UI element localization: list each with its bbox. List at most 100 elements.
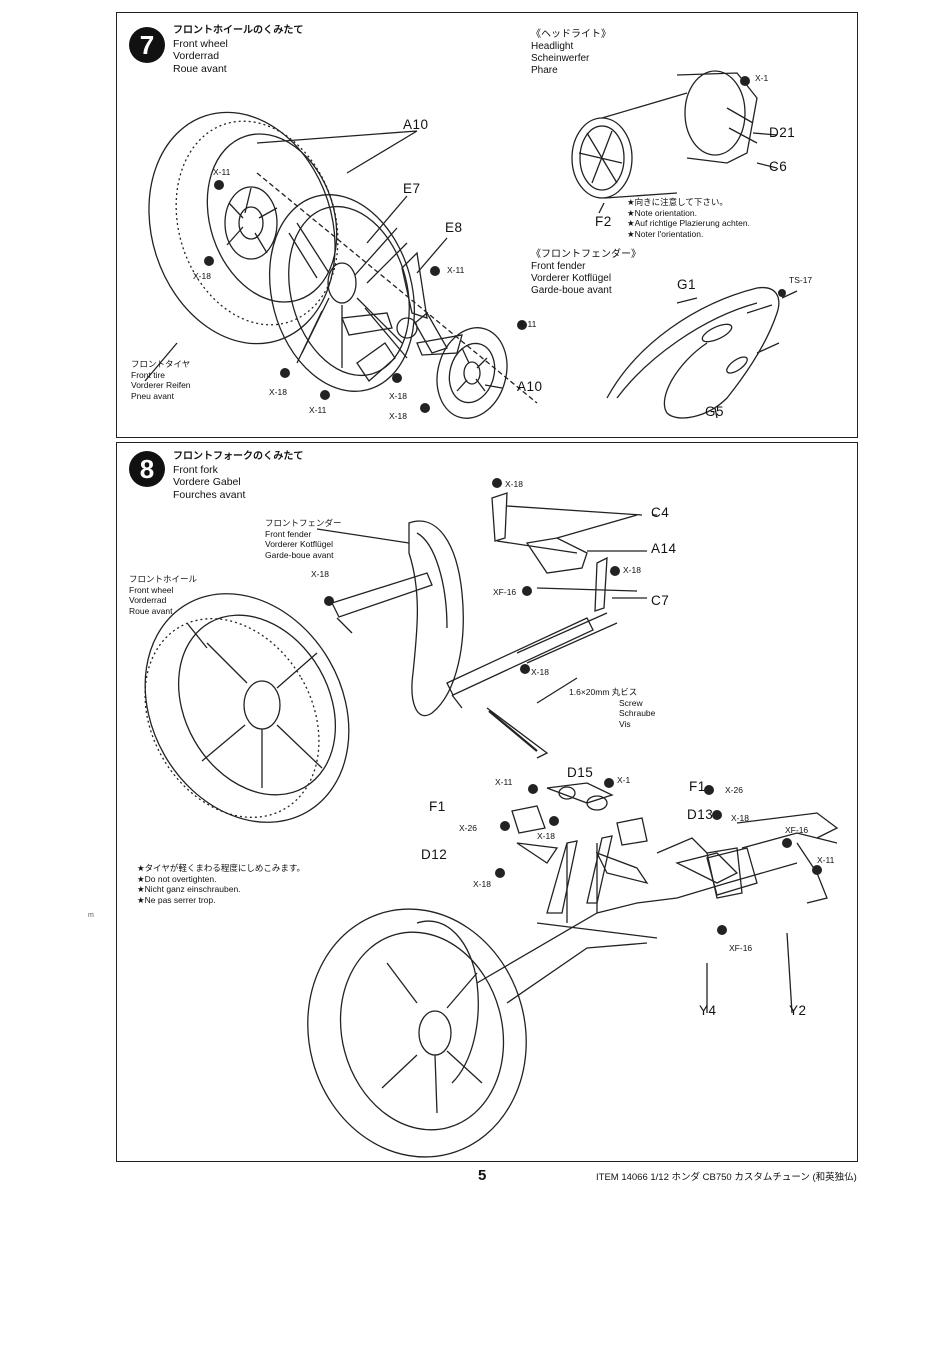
fastener-label: X-18 <box>269 387 287 397</box>
front-fender-drawing <box>606 286 798 419</box>
fastener-label: X-18 <box>731 813 749 823</box>
tighten-note: ★タイヤが軽くまわる程度にしめこみます。 ★Do not overtighten… <box>137 863 305 905</box>
step-title: フロントホイールのくみたて Front wheel Vorderrad Roue… <box>173 25 303 75</box>
fastener-label: X-18 <box>311 569 329 579</box>
fastener-label: X-11 <box>519 319 537 329</box>
page-number: 5 <box>478 1167 487 1184</box>
title-de: Vorderrad <box>173 50 220 62</box>
part-label-f1-right: F1 <box>689 779 706 794</box>
orientation-note: ★向きに注意して下さい。 ★Note orientation. ★Auf ric… <box>627 197 750 239</box>
part-label-f2: F2 <box>595 214 612 229</box>
headlight-de: Scheinwerfer <box>531 53 590 64</box>
tighten-fr: ★Ne pas serrer trop. <box>137 894 216 905</box>
part-label-c6: C6 <box>769 159 788 174</box>
part-label-c7: C7 <box>651 593 670 608</box>
note-de: ★Auf richtige Plazierung achten. <box>627 218 750 228</box>
fender-jp: 《フロントフェンダー》 <box>531 249 641 260</box>
margin-mark: m <box>88 912 94 919</box>
screw-jp: 1.6×20mm 丸ビス <box>569 687 638 697</box>
front-wheel-caption: フロントホイール Front wheel Vorderrad Roue avan… <box>129 574 197 616</box>
title-en: Front fork <box>173 463 218 476</box>
fastener-label: X-11 <box>495 777 513 787</box>
fastener-label: X-26 <box>459 823 477 833</box>
part-label-d12: D12 <box>421 847 448 862</box>
note-en: ★Note orientation. <box>627 207 697 218</box>
screw-de: Schraube <box>619 708 656 718</box>
fastener-label: TS-17 <box>789 275 813 285</box>
tire-en: Front tire <box>131 369 166 380</box>
fastener-label: X-18 <box>389 411 407 421</box>
fender-de: Vorderer Kotflügel <box>531 273 612 284</box>
front-fender-drawing <box>408 520 464 717</box>
fastener-label: X-26 <box>725 785 743 795</box>
title-fr: Fourches avant <box>173 488 246 501</box>
tighten-en: ★Do not overtighten. <box>137 873 217 884</box>
tire-fr: Pneu avant <box>131 390 175 401</box>
headlight-drawing <box>571 70 778 214</box>
fender-en: Front fender <box>265 528 312 539</box>
step-number-badge: 8 <box>129 451 165 487</box>
part-label-a10: A10 <box>403 117 429 132</box>
part-label-y2: Y2 <box>789 1003 807 1018</box>
part-label-g1: G1 <box>677 277 697 292</box>
title-jp: フロントホイールのくみたて <box>173 25 304 36</box>
part-label-a14: A14 <box>651 541 677 556</box>
step-number-badge: 7 <box>129 27 165 63</box>
note-jp: ★向きに注意して下さい。 <box>627 197 728 207</box>
title-en: Front wheel <box>173 37 228 50</box>
fastener-label: X-11 <box>213 167 231 177</box>
headlight-fr: Phare <box>531 65 558 76</box>
item-footer-text: ITEM 14066 1/12 ホンダ CB750 カスタムチューン (和英独仏… <box>596 1172 857 1183</box>
step-7-panel: 7 フロントホイールのくみたて Front wheel Vorderrad Ro… <box>116 12 858 438</box>
hub-star-drawing <box>341 251 463 382</box>
title-jp: フロントフォークのくみたて <box>173 451 304 462</box>
wheel-fr: Roue avant <box>129 605 173 616</box>
fork-bracket-drawing <box>491 492 638 612</box>
fastener-label: X-18 <box>473 879 491 889</box>
fastener-label: X-11 <box>447 265 465 275</box>
wheel-en: Front wheel <box>129 584 174 595</box>
fork-tube-drawing <box>331 572 618 759</box>
fastener-label: X-1 <box>617 775 631 785</box>
wheel-jp: フロントホイール <box>129 574 198 584</box>
part-label-d15: D15 <box>567 765 594 780</box>
fastener-label: X-11 <box>309 405 327 415</box>
fastener-label: X-18 <box>389 391 407 401</box>
fender-jp: フロントフェンダー <box>265 518 342 528</box>
title-de: Vordere Gabel <box>173 476 241 488</box>
screw-en: Screw <box>619 697 643 708</box>
step-8-panel: 8 フロントフォークのくみたて Front fork Vordere Gabel… <box>116 442 858 1162</box>
fender-caption: 《フロントフェンダー》 Front fender Vorderer Kotflü… <box>531 249 641 297</box>
part-label-c4: C4 <box>651 505 670 520</box>
fender-de: Vorderer Kotflügel <box>265 539 334 549</box>
part-label-e8: E8 <box>445 220 463 235</box>
part-label-d21: D21 <box>769 125 796 140</box>
fastener-label: X-18 <box>193 271 211 281</box>
tighten-de: ★Nicht ganz einschrauben. <box>137 884 241 894</box>
front-wheel-drawing <box>144 593 350 823</box>
headlight-jp: 《ヘッドライト》 <box>531 29 611 40</box>
title-fr: Roue avant <box>173 62 227 75</box>
step-title: フロントフォークのくみたて Front fork Vordere Gabel F… <box>173 451 303 501</box>
headlight-caption: 《ヘッドライト》 Headlight Scheinwerfer Phare <box>531 29 611 77</box>
part-label-f1: F1 <box>429 799 446 814</box>
note-fr: ★Noter l'orientation. <box>627 228 704 239</box>
screw-caption: 1.6×20mm 丸ビス Screw Schraube Vis <box>569 687 655 729</box>
fastener-label: XF-16 <box>729 943 753 953</box>
headlight-en: Headlight <box>531 41 574 52</box>
fastener-label: X-11 <box>817 855 835 865</box>
part-label-d13: D13 <box>687 807 714 822</box>
fender-fr: Garde-boue avant <box>531 285 612 296</box>
front-tire-caption: フロントタイヤ Front tire Vorderer Reifen Pneu … <box>131 359 191 401</box>
brake-disc-drawing <box>436 327 508 419</box>
screw-fr: Vis <box>619 718 631 729</box>
wheel-de: Vorderrad <box>129 595 167 605</box>
fastener-label: XF-16 <box>785 825 809 835</box>
tighten-jp: ★タイヤが軽くまわる程度にしめこみます。 <box>137 863 306 873</box>
part-label-a10-disc: A10 <box>517 379 543 394</box>
fender-fr: Garde-boue avant <box>265 549 334 560</box>
fastener-label: X-18 <box>531 667 549 677</box>
fastener-label: XF-16 <box>493 587 517 597</box>
fastener-label: X-18 <box>623 565 641 575</box>
step-8-illustration <box>144 478 839 1158</box>
